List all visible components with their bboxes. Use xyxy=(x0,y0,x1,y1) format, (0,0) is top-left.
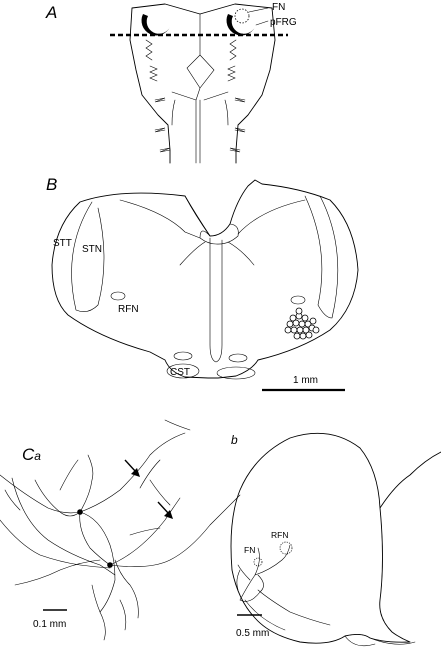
neuron-tracing-b xyxy=(236,544,331,631)
brainstem-midline xyxy=(171,13,229,164)
brainstem-outline xyxy=(129,3,276,164)
fn-leader xyxy=(248,7,269,13)
soma-2 xyxy=(107,562,113,568)
stn-label: STN xyxy=(82,244,102,255)
cst-oval-left-top xyxy=(173,351,193,361)
facial-nucleus-right-dotted xyxy=(234,8,250,24)
stt-label: STT xyxy=(53,238,72,249)
section-outline xyxy=(51,179,359,379)
fn-label-a: FN xyxy=(272,2,285,13)
panel-ca: Ca 0. xyxy=(0,419,241,641)
panel-cb-letter: b xyxy=(231,433,238,447)
pfrg-label: pFRG xyxy=(270,17,297,28)
section-bottom-lobes xyxy=(344,635,416,647)
brainstem-inner-outline xyxy=(171,99,229,126)
cst-oval-left xyxy=(166,363,200,379)
panel-a: A FN pFRG xyxy=(45,2,297,164)
rfn-label-b: RFN xyxy=(118,304,139,315)
arrow-2 xyxy=(157,501,173,519)
scale-label-a: 0.1 mm xyxy=(33,619,66,630)
pfrg-leader xyxy=(255,20,269,26)
facial-nucleus-right xyxy=(226,14,255,36)
panel-c-letter: Ca xyxy=(22,445,41,464)
panel-a-letter: A xyxy=(45,3,57,22)
panel-b-letter: B xyxy=(46,175,57,194)
facial-nucleus-left xyxy=(141,14,170,36)
scale-label-b2: 0.5 mm xyxy=(236,628,269,639)
soma-1 xyxy=(77,509,83,515)
fn-label-b: FN xyxy=(244,545,255,555)
panel-cb: b FN RFN 0.5 mm xyxy=(230,432,441,647)
panel-b: B STT STN RFN CST 1 mm xyxy=(46,175,359,392)
arrow-1 xyxy=(124,459,140,477)
nerve-roots xyxy=(145,39,246,153)
fn-circle-b xyxy=(253,557,263,567)
cst-oval-right-top xyxy=(228,353,248,363)
stt-tract-right xyxy=(304,195,339,319)
rfn-oval-left xyxy=(110,291,126,301)
rfn-oval-right xyxy=(290,295,306,305)
rfn-circle-b xyxy=(279,541,293,555)
midline-structures xyxy=(119,195,306,363)
scale-label-b: 1 mm xyxy=(293,375,318,386)
section-half-outline xyxy=(230,432,441,644)
cst-label: CST xyxy=(170,367,190,378)
neuron-cluster xyxy=(284,307,320,340)
stt-tract-left xyxy=(71,201,105,312)
rfn-label-cb: RFN xyxy=(271,530,288,540)
cst-oval-right xyxy=(216,366,256,380)
